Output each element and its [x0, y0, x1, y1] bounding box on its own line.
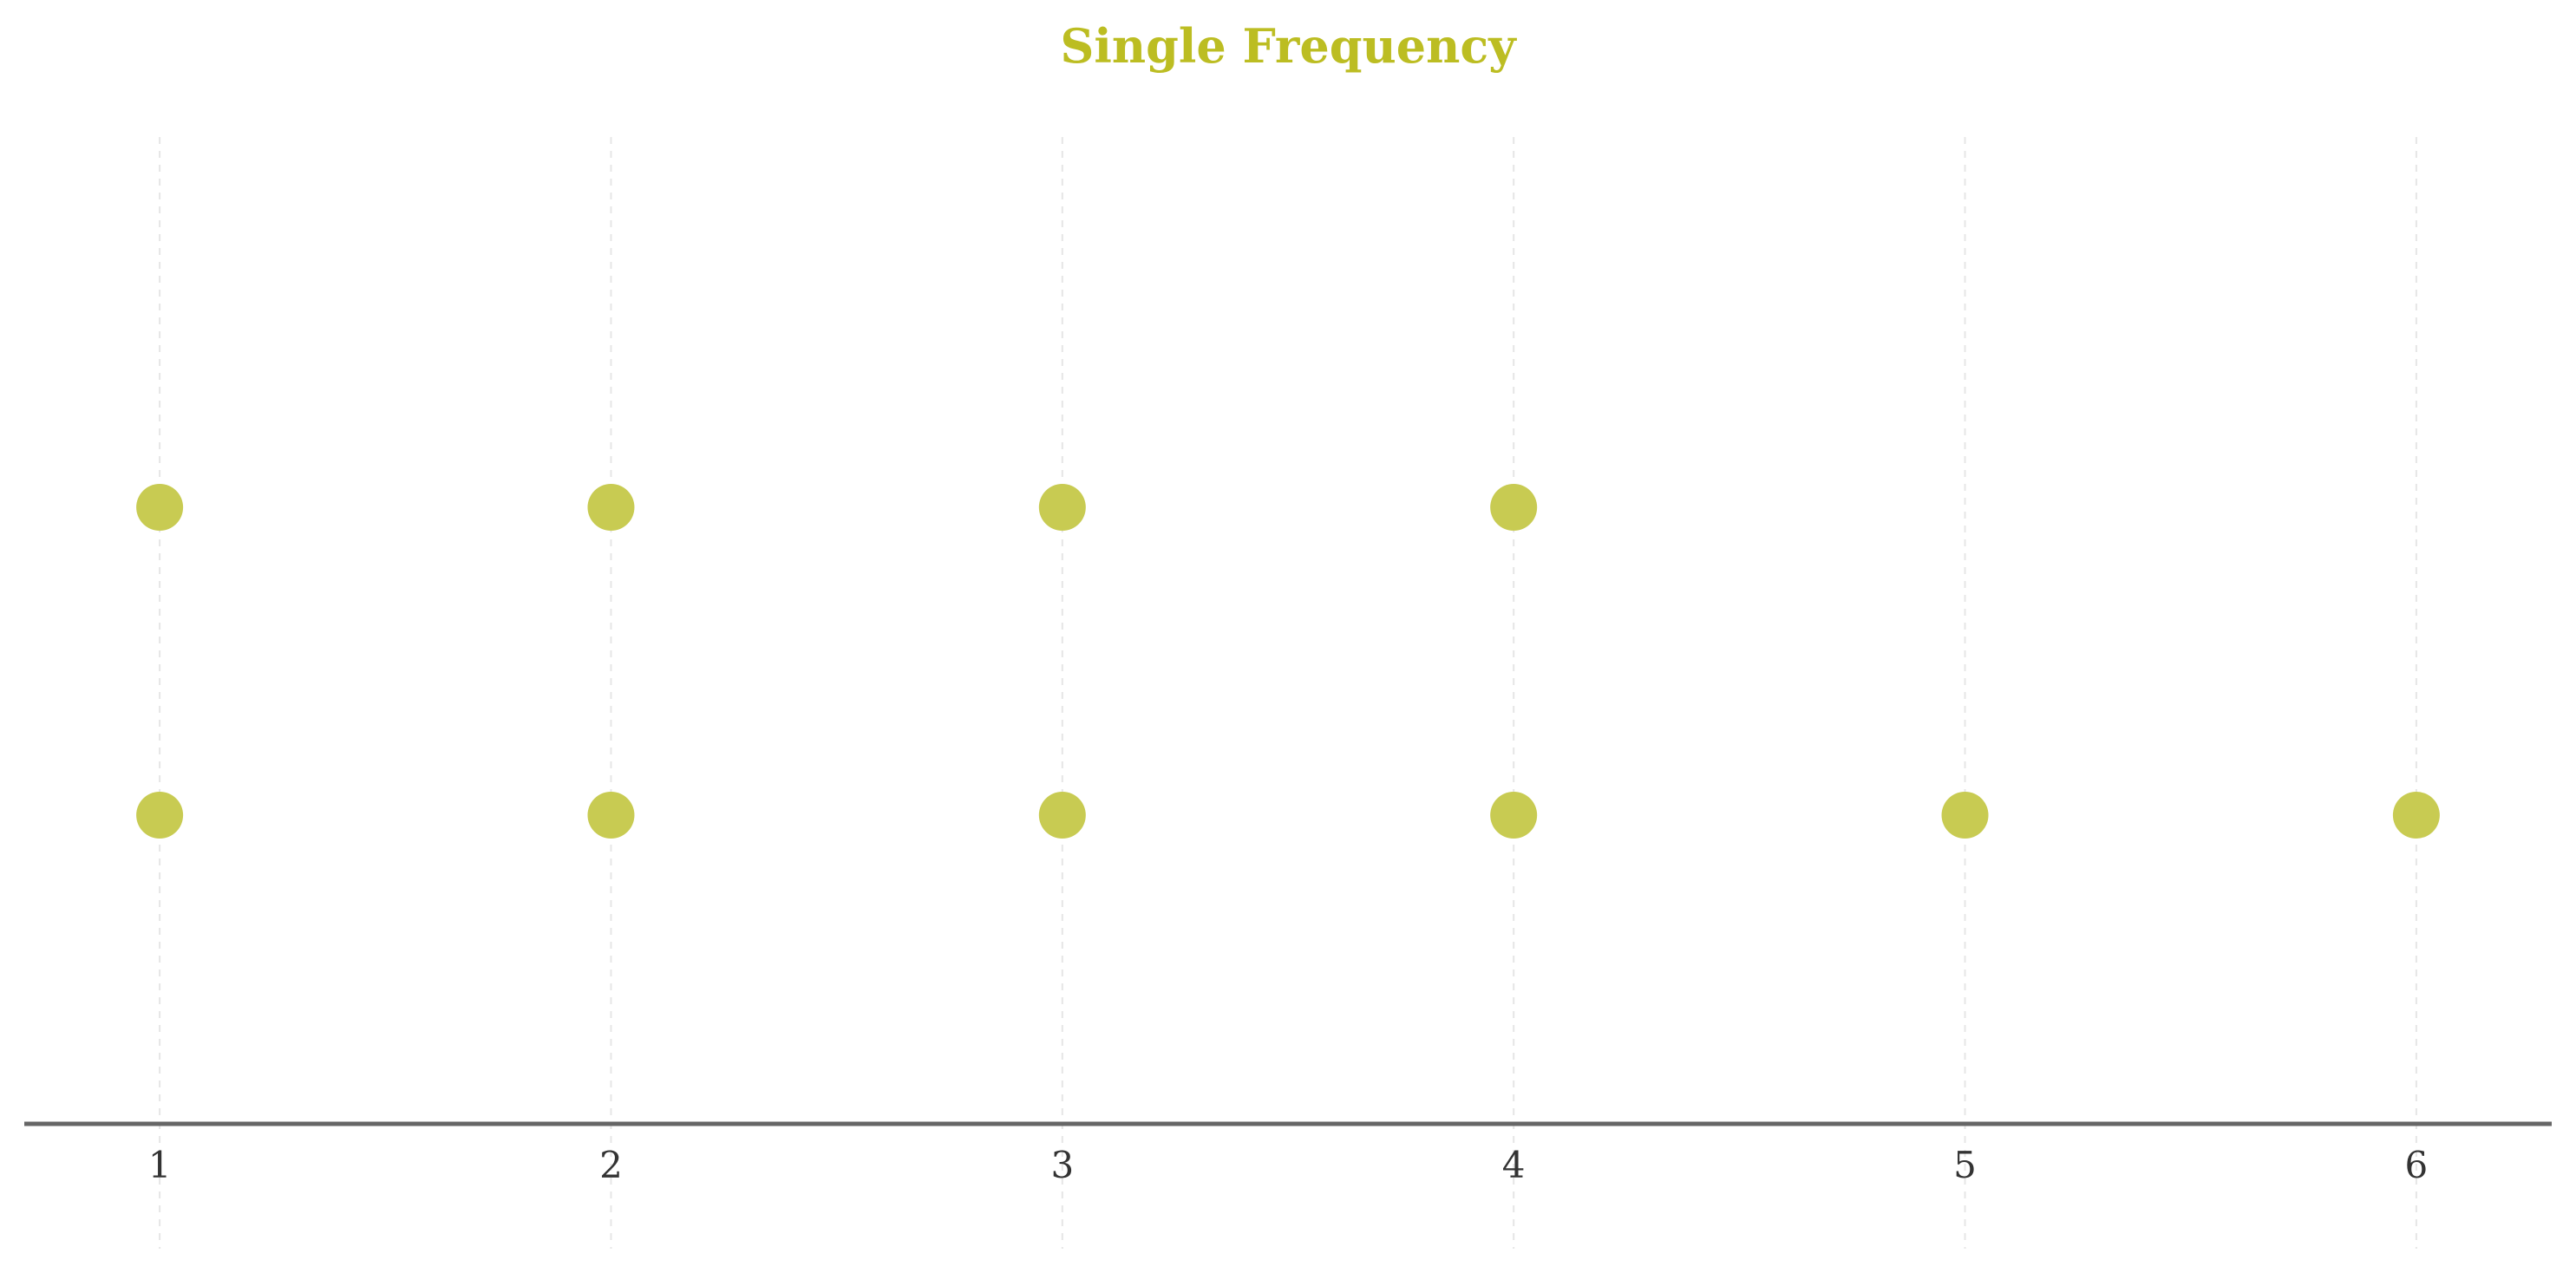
data-point: [587, 484, 635, 531]
x-tick-label: 2: [599, 1144, 623, 1186]
data-point: [136, 792, 184, 839]
data-point: [1490, 484, 1538, 531]
x-tick-label: 6: [2405, 1144, 2429, 1186]
grid-lines: [159, 137, 2417, 1249]
x-tick-label: 3: [1050, 1144, 1074, 1186]
data-point: [2392, 792, 2440, 839]
data-points: [136, 484, 2440, 839]
x-tick-label: 5: [1953, 1144, 1977, 1186]
data-point: [1038, 792, 1086, 839]
chart-title: Single Frequency: [1060, 18, 1517, 74]
data-point: [1941, 792, 1989, 839]
x-tick-label: 4: [1502, 1144, 1526, 1186]
x-tick-labels: 1 2 3 4 5 6: [148, 1144, 2429, 1186]
data-point: [587, 792, 635, 839]
data-point: [1490, 792, 1538, 839]
data-point: [1038, 484, 1086, 531]
x-tick-label: 1: [148, 1144, 172, 1186]
data-point: [136, 484, 184, 531]
